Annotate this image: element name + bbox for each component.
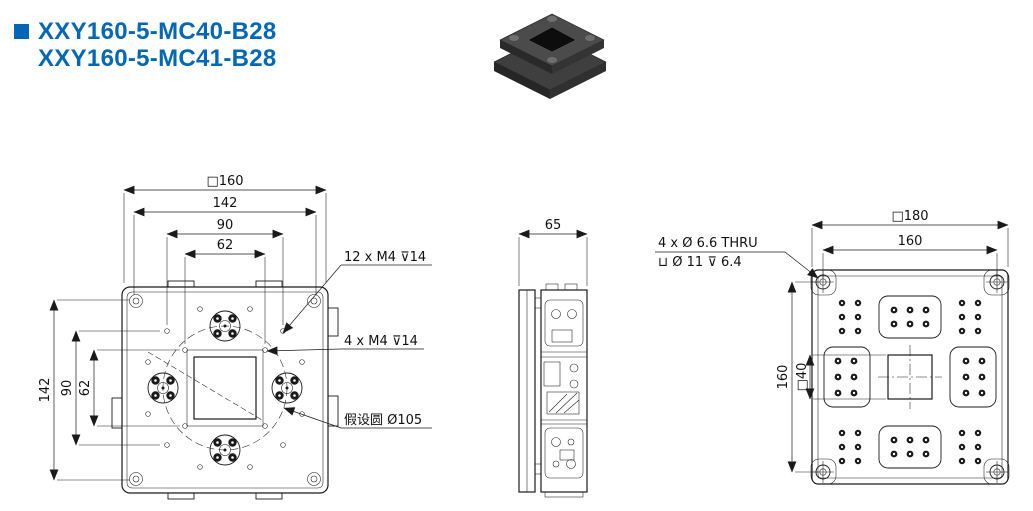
plate-outline — [121, 286, 329, 494]
center-aperture — [193, 356, 257, 420]
screw-cluster-top-right — [958, 299, 982, 335]
side-body — [540, 289, 588, 493]
title-bullet-icon — [14, 24, 29, 39]
aperture-hole — [527, 26, 577, 53]
module-bottom — [878, 425, 942, 469]
screw-cluster-bottom-left — [838, 429, 862, 465]
module-left — [823, 346, 871, 408]
dim-65: 65 — [545, 218, 562, 233]
counterbore-note: 4 x Ø 6.6 THRU ⊔ Ø 11 ⊽ 6.4 — [655, 236, 819, 279]
dim-160-span-h: 160 — [898, 234, 923, 249]
front-dims-vertical: 142 90 62 — [38, 299, 180, 481]
note-thru-holes: 4 x Ø 6.6 THRU — [658, 236, 758, 251]
screw-dots — [962, 357, 986, 397]
module-right — [949, 346, 997, 408]
note-reference-circle: 假设圆 Ø105 — [344, 413, 422, 428]
front-leaders: 12 x M4 ⊽14 4 x M4 ⊽14 假设圆 Ø105 — [266, 250, 432, 429]
dim-62-v: 62 — [78, 380, 93, 397]
dim-90-v: 90 — [60, 380, 75, 397]
reference-circle — [162, 325, 288, 451]
dim-142-v: 142 — [38, 378, 53, 403]
bearing-cluster-left — [147, 372, 179, 404]
screw-dots — [834, 357, 858, 397]
bearing-cluster-top — [209, 310, 241, 342]
corner-studs — [509, 16, 595, 63]
front-view: □160 142 90 62 142 90 — [38, 174, 432, 500]
side-internals — [541, 299, 587, 479]
center-aperture-outer — [186, 349, 264, 427]
edge-tabs — [111, 280, 339, 500]
dim-180-square: □180 — [891, 209, 928, 224]
dim-142-h: 142 — [213, 196, 238, 211]
isometric-view — [493, 13, 607, 99]
note-counterbore: ⊔ Ø 11 ⊽ 6.4 — [658, 255, 742, 270]
corner-mount-holes — [129, 294, 321, 486]
note-4xM4: 4 x M4 ⊽14 — [344, 334, 418, 349]
screw-dots — [890, 306, 930, 328]
front-dims-horizontal: □160 142 90 62 — [123, 174, 327, 344]
bottom-view: □180 160 160 □40 4 x Ø 6.6 THRU ⊔ Ø 11 ⊽… — [655, 209, 1010, 485]
dim-90-h: 90 — [217, 218, 234, 233]
dim-40-square: □40 — [795, 363, 810, 392]
model-number-2: XXY160-5-MC41-B28 — [38, 45, 277, 73]
screw-dots — [890, 436, 930, 458]
bottom-dims: □180 160 160 □40 — [776, 209, 1009, 473]
screw-cluster-top-left — [838, 299, 862, 335]
note-12xM4: 12 x M4 ⊽14 — [344, 250, 426, 265]
bearing-cluster-right — [271, 372, 303, 404]
bearing-cluster-bottom — [209, 434, 241, 466]
dim-160-span-v: 160 — [776, 365, 791, 390]
model-number-1: XXY160-5-MC40-B28 — [38, 18, 277, 45]
side-view: 65 — [518, 218, 588, 498]
model-numbers: XXY160-5-MC40-B28 XXY160-5-MC41-B28 — [38, 18, 277, 72]
screw-cluster-bottom-right — [958, 429, 982, 465]
m4-tapped-holes-12x — [145, 306, 305, 470]
title-block: XXY160-5-MC40-B28 XXY160-5-MC41-B28 — [14, 18, 277, 72]
dim-160-square: □160 — [206, 174, 243, 189]
dim-62-h: 62 — [217, 238, 234, 253]
module-top — [878, 295, 942, 339]
m4-tapped-holes-4x — [182, 347, 268, 429]
